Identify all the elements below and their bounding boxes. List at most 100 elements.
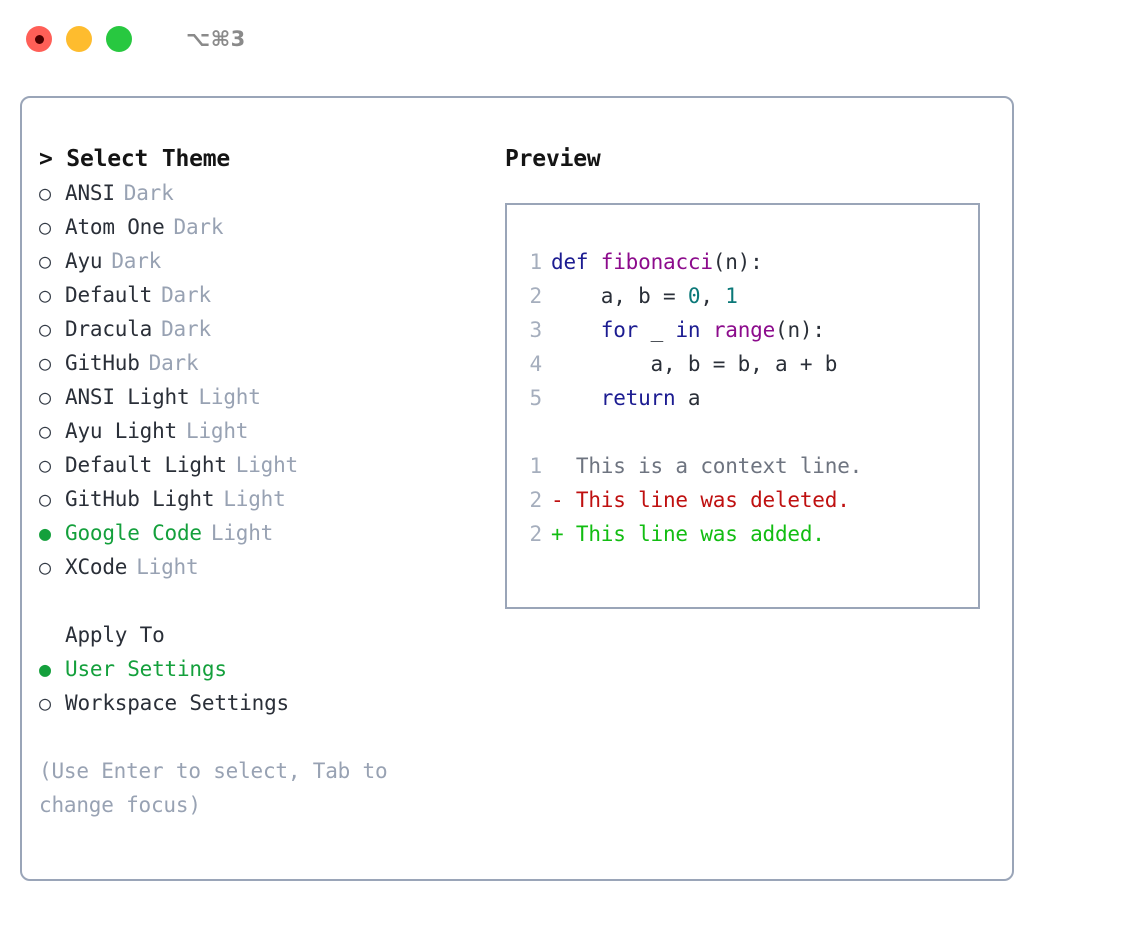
radio-unselected-icon[interactable]: ○ <box>39 317 51 341</box>
diff-line-text: This is a context line. <box>575 454 863 478</box>
diff-line-text: This line was added. <box>575 522 825 546</box>
diff-line-text: This line was deleted. <box>575 488 850 512</box>
theme-option-kind: Light <box>198 385 261 409</box>
diff-line-number: 1 <box>529 454 543 478</box>
code-token-kw: for <box>600 318 639 342</box>
code-token-kw: def <box>551 250 589 274</box>
radio-selected-icon[interactable]: ● <box>39 657 51 681</box>
code-line-text: return a <box>551 381 701 415</box>
diff-marker <box>551 449 576 483</box>
code-line: 2 a, b = 0, 1 <box>507 279 978 313</box>
code-token-pl: a, b = <box>551 284 688 308</box>
radio-unselected-icon[interactable]: ○ <box>39 419 51 443</box>
minimize-window-button[interactable] <box>66 26 92 52</box>
theme-option-ayu-light[interactable]: ○ Ayu Light Light <box>39 414 492 448</box>
maximize-window-button[interactable] <box>106 26 132 52</box>
diff-marker: - <box>551 488 576 512</box>
theme-option-kind: Light <box>186 419 249 443</box>
theme-option-label: XCode <box>65 555 128 579</box>
diff-marker: + <box>551 522 576 546</box>
diff-sample: 1 This is a context line.2- This line wa… <box>507 449 978 551</box>
code-line: 5 return a <box>507 381 978 415</box>
apply-to-option-workspace-settings[interactable]: ○ Workspace Settings <box>39 686 492 720</box>
theme-option-atom-one[interactable]: ○ Atom One Dark <box>39 210 492 244</box>
theme-option-label: Dracula <box>65 317 153 341</box>
theme-option-kind: Dark <box>173 215 224 239</box>
radio-unselected-icon[interactable]: ○ <box>39 453 51 477</box>
theme-option-label: GitHub <box>65 351 140 375</box>
theme-option-ansi[interactable]: ○ ANSI Dark <box>39 176 492 210</box>
theme-option-google-code[interactable]: ● Google Code Light <box>39 516 492 550</box>
diff-line-del: 2- This line was deleted. <box>507 483 978 517</box>
code-line-number: 4 <box>529 352 543 376</box>
code-token-pl: (n): <box>712 250 763 274</box>
apply-to-list: ● User Settings ○ Workspace Settings <box>39 652 492 720</box>
code-diff-spacer <box>507 415 978 449</box>
code-line-text: for _ in range(n): <box>551 313 825 347</box>
apply-to-option-label: User Settings <box>65 657 227 681</box>
radio-unselected-icon[interactable]: ○ <box>39 249 51 273</box>
radio-unselected-icon[interactable]: ○ <box>39 283 51 307</box>
code-line-text: def fibonacci(n): <box>551 245 763 279</box>
radio-unselected-icon[interactable]: ○ <box>39 385 51 409</box>
theme-option-github[interactable]: ○ GitHub Dark <box>39 346 492 380</box>
theme-option-kind: Dark <box>148 351 199 375</box>
diff-line-ctx: 1 This is a context line. <box>507 449 978 483</box>
radio-unselected-icon[interactable]: ○ <box>39 555 51 579</box>
theme-option-label: ANSI <box>65 181 115 205</box>
theme-option-ansi-light[interactable]: ○ ANSI Light Light <box>39 380 492 414</box>
radio-unselected-icon[interactable]: ○ <box>39 691 51 715</box>
code-token-pl: a, b = b, a + b <box>551 352 838 376</box>
code-token-num: 0 <box>687 284 701 308</box>
theme-option-label: Ayu <box>65 249 103 273</box>
theme-option-kind: Dark <box>111 249 162 273</box>
radio-unselected-icon[interactable]: ○ <box>39 487 51 511</box>
preview-title: Preview <box>505 146 601 172</box>
theme-option-kind: Light <box>210 521 274 545</box>
code-token-num: 1 <box>725 284 738 308</box>
code-token-kw: in <box>675 318 701 342</box>
select-theme-header: > Select Theme <box>39 146 231 172</box>
code-token-pl <box>700 318 712 342</box>
traffic-light-group <box>26 26 132 52</box>
theme-option-label: Ayu Light <box>65 419 177 443</box>
theme-option-label: Default <box>65 283 153 307</box>
theme-option-kind: Light <box>223 487 286 511</box>
apply-to-header: Apply To <box>65 623 165 647</box>
radio-unselected-icon[interactable]: ○ <box>39 215 51 239</box>
theme-option-label: Google Code <box>65 521 202 545</box>
radio-selected-icon[interactable]: ● <box>39 521 51 545</box>
apply-to-option-user-settings[interactable]: ● User Settings <box>39 652 492 686</box>
code-token-pl <box>551 386 601 410</box>
close-window-button[interactable] <box>26 26 52 52</box>
theme-option-label: ANSI Light <box>65 385 190 409</box>
theme-option-kind: Dark <box>123 181 174 205</box>
radio-unselected-icon[interactable]: ○ <box>39 181 51 205</box>
code-token-pl <box>551 318 601 342</box>
code-line-number: 2 <box>529 284 543 308</box>
diff-line-add: 2+ This line was added. <box>507 517 978 551</box>
theme-option-ayu[interactable]: ○ Ayu Dark <box>39 244 492 278</box>
keyboard-hint: (Use Enter to select, Tab to change focu… <box>39 759 388 817</box>
theme-option-kind: Light <box>235 453 298 477</box>
code-line-text: a, b = 0, 1 <box>551 279 738 313</box>
radio-unselected-icon[interactable]: ○ <box>39 351 51 375</box>
theme-option-label: Atom One <box>65 215 165 239</box>
code-token-pl: (n): <box>775 318 825 342</box>
code-line-text: a, b = b, a + b <box>551 347 838 381</box>
apply-to-option-label: Workspace Settings <box>65 691 289 715</box>
code-token-fn: range <box>712 318 776 342</box>
code-token-pl <box>588 250 600 274</box>
